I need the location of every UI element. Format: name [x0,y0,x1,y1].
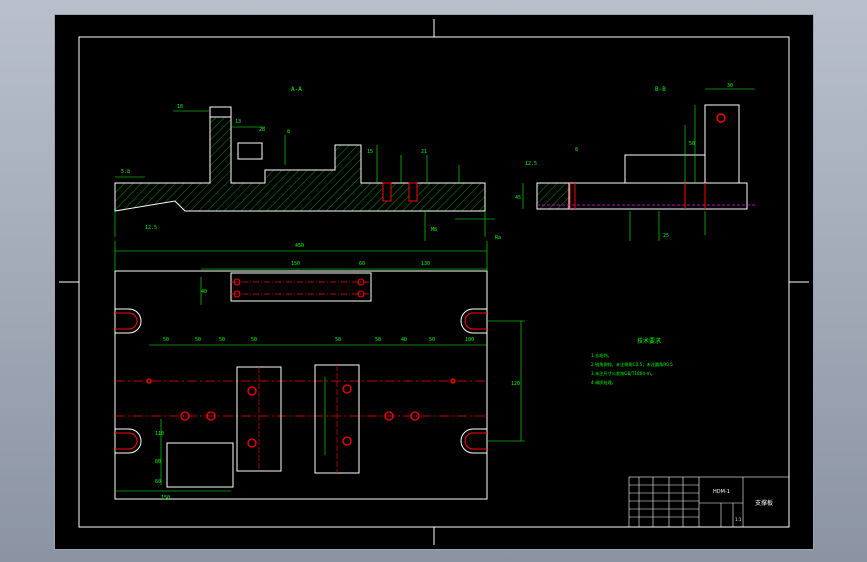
dims-left-view: 18 13 28 8 15 21 5.8 12.5 M8 [121,104,437,233]
dim-13: 13 [235,119,241,125]
dim-50-d: 50 [251,337,257,343]
dim-50-b: 50 [195,337,201,343]
dim-40-b: 50 [429,337,435,343]
dim-m8: M8 [431,227,437,233]
dim-25: 25 [663,233,669,239]
inner-frame [78,36,790,528]
dim-110: 80 [155,459,161,465]
dim-28: 28 [259,127,265,133]
dim-50-e: 50 [335,337,341,343]
dim-30: 30 [727,83,733,89]
dim-60: 60 [359,261,365,267]
drawing-number: HDM-1 [713,489,730,495]
dim-18: 18 [177,104,183,110]
dim-100: 120 [511,381,520,387]
plan-dims: 450 150 60 130 40 50 50 50 50 50 50 40 5… [155,243,520,501]
dim-40: 40 [201,289,207,295]
dim-80: 60 [155,479,161,485]
dim-50-f: 50 [375,337,381,343]
plan-view: 450 150 60 130 40 50 50 50 50 50 50 40 5… [114,241,525,501]
dim-450: 450 [295,243,304,249]
section-label-right: B-B [655,86,666,93]
note-2: 2.锐角倒钝，未注倒角C0.5，未注圆角R0.5 [591,361,673,368]
dim-50: 50 [689,141,695,147]
notes-title: 技术要求 [637,337,661,345]
dim-15: 15 [367,149,373,155]
dim-50-h: 100 [465,337,474,343]
scale-value: 1:1 [735,517,742,522]
dim-150: 150 [291,261,300,267]
section-b-b: B-B 30 50 45 12.5 8 25 [515,83,755,241]
part-name: 支撑板 [755,499,773,507]
dim-130: 130 [421,261,430,267]
dim-50-a: 50 [163,337,169,343]
dim-21: 21 [421,149,427,155]
roughness-mark-left: Ra [495,235,501,241]
technical-notes: 技术要求 1.去毛刺。 2.锐角倒钝，未注倒角C0.5，未注圆角R0.5 3.未… [591,337,673,386]
dim-5-8: 5.8 [121,169,130,175]
note-3: 3.未注尺寸公差按GB/T1804-m。 [591,370,655,377]
dim-45: 45 [515,195,521,201]
note-4: 4.调质处理。 [591,379,616,386]
dim-60-b: 150 [161,495,170,501]
dim-12-5-r: 12.5 [525,161,537,167]
dim-12-5: 12.5 [145,225,157,231]
cad-drawing: A-A 18 13 28 [59,19,809,545]
dim-8-r: 8 [575,147,578,153]
section-a-a: A-A 18 13 28 [114,86,501,241]
drawing-canvas: A-A 18 13 28 [54,14,814,550]
dim-50-g: 40 [401,337,407,343]
dim-50-c: 50 [219,337,225,343]
note-1: 1.去毛刺。 [591,352,612,359]
dim-120: 110 [155,431,164,437]
dim-8: 8 [287,129,290,135]
section-label-left: A-A [291,86,302,93]
dims-right-view: 30 50 45 12.5 8 25 [515,83,733,239]
title-block [628,476,790,528]
frame-ticks [59,19,809,545]
